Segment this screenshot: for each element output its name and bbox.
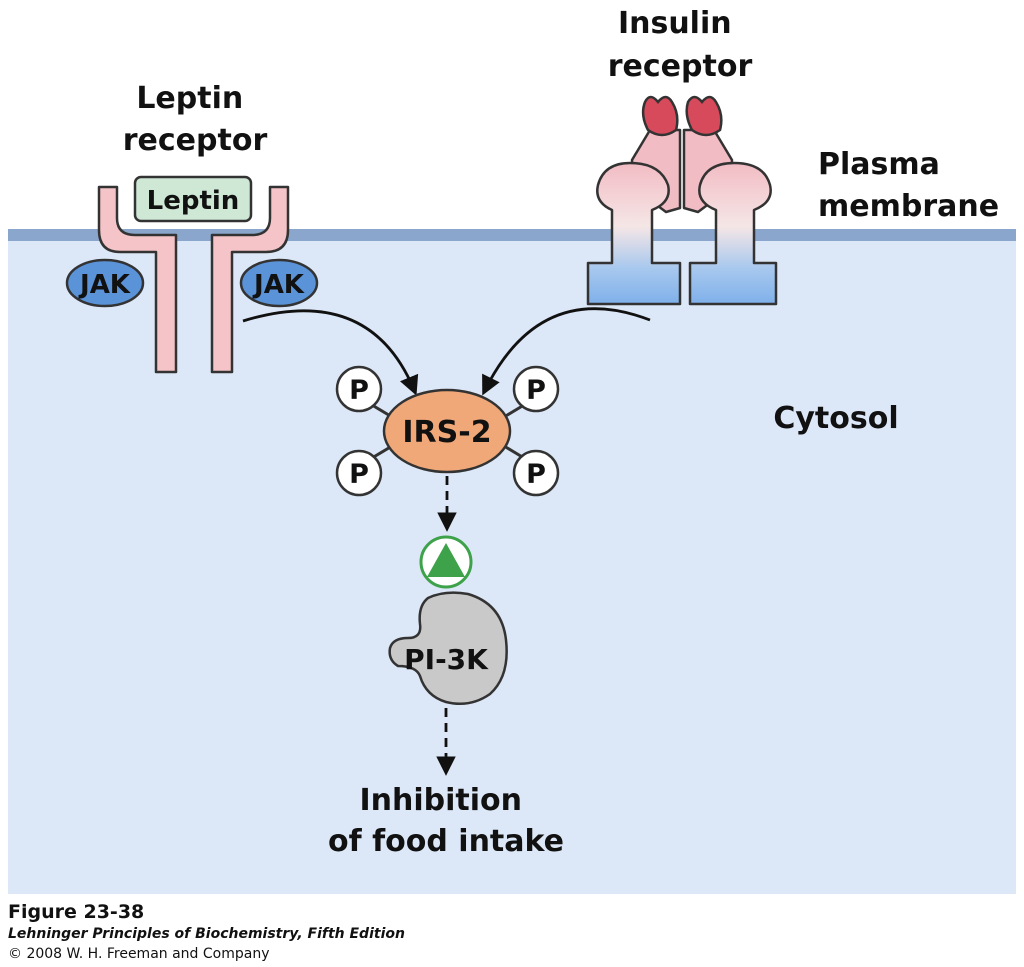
figure-caption: Figure 23-38 Lehninger Principles of Bio… (8, 900, 608, 964)
insulin-binding-left (641, 95, 679, 137)
insulin-receptor-beta-left (586, 161, 682, 306)
book-title: Lehninger Principles of Biochemistry, Fi… (8, 926, 405, 942)
phosphate-top-right (512, 365, 560, 413)
irs2-protein (382, 388, 512, 474)
outcome-label: Inhibition of food intake (328, 783, 564, 859)
jak-right-label: JAK (252, 270, 305, 300)
phosphate-top-right-label: P (526, 375, 546, 406)
leptin-receptor-label-line1: Leptin (136, 81, 243, 116)
jak-left-label: JAK (78, 270, 131, 300)
jak-right (239, 258, 319, 308)
leptin-receptor-label: Leptin receptor (123, 81, 268, 158)
phosphate-bottom-right (512, 449, 560, 497)
irs2-label: IRS-2 (402, 415, 491, 450)
plasma-membrane-label: Plasma membrane (818, 147, 999, 224)
phosphate-bottom-left (335, 449, 383, 497)
plasma-membrane-label-line1: Plasma (818, 147, 940, 182)
insulin-receptor-label-line2: receptor (608, 49, 753, 84)
arrow-insulin-to-irs2 (482, 307, 651, 396)
leptin-receptor-label-line2: receptor (123, 123, 268, 158)
figure-number: Figure 23-38 (8, 901, 145, 923)
leptin-ligand-label: Leptin (147, 186, 240, 216)
leptin-receptor-right-arm (210, 185, 290, 374)
outcome-label-line2: of food intake (328, 824, 564, 859)
insulin-receptor (586, 95, 778, 306)
insulin-binding-right (685, 95, 723, 137)
activation-triangle-icon (427, 543, 465, 577)
plasma-membrane-label-line2: membrane (818, 189, 999, 224)
copyright-line: © 2008 W. H. Freeman and Company (8, 946, 270, 962)
leptin-receptor-left-arm (97, 185, 178, 374)
insulin-receptor-label-line1: Insulin (618, 6, 732, 41)
leptin-ligand (133, 175, 253, 223)
insulin-receptor-label: Insulin receptor (608, 6, 753, 84)
outcome-label-line1: Inhibition (360, 783, 523, 818)
pi3k-protein (388, 591, 508, 705)
phosphate-bottom-left-label: P (349, 459, 369, 490)
phosphate-top-left (335, 365, 383, 413)
phosphate-top-left-label: P (349, 375, 369, 406)
pi3k-label: PI-3K (404, 643, 489, 676)
cytosol-label: Cytosol (773, 401, 898, 436)
jak-left (65, 258, 145, 308)
insulin-receptor-beta-right (688, 161, 778, 306)
phosphate-bottom-right-label: P (526, 459, 546, 490)
arrow-jak-to-irs2 (242, 309, 419, 396)
